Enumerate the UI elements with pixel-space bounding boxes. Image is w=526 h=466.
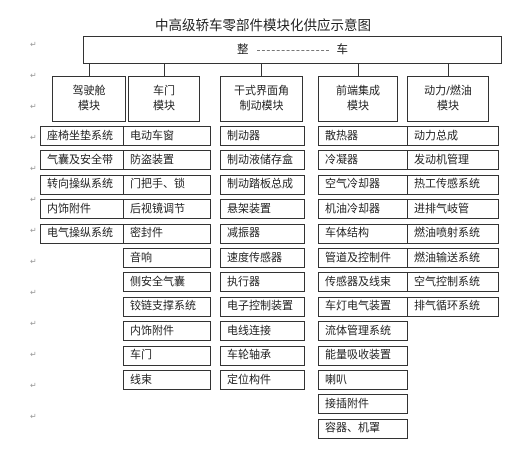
- component-item: 线束: [123, 370, 211, 390]
- paragraph-mark: ↵: [30, 350, 37, 359]
- component-item: 热工传感系统: [407, 174, 499, 195]
- paragraph-mark: ↵: [30, 133, 37, 142]
- paragraph-mark: ↵: [30, 319, 37, 328]
- component-item: 电动车窗: [123, 126, 211, 146]
- component-item: 传感器及线束: [318, 272, 408, 293]
- component-item: 座椅坐垫系统: [40, 126, 128, 146]
- component-item: 电气操纵系统: [40, 223, 128, 244]
- component-item: 制动踏板总成: [220, 174, 305, 195]
- paragraph-mark: ↵: [30, 226, 37, 235]
- vehicle-label-left: 整: [237, 42, 249, 57]
- component-item: 悬架装置: [220, 199, 305, 220]
- component-item: 电线连接: [220, 321, 305, 342]
- module-box-4: 前端集成模块: [318, 76, 398, 122]
- module-sub: 制动模块: [239, 99, 284, 112]
- module-sub: 模块: [347, 99, 369, 112]
- paragraph-mark: ↵: [30, 257, 37, 266]
- component-item: 铰链支撑系统: [123, 296, 211, 317]
- component-item: 内饰附件: [40, 199, 128, 220]
- component-item: 流体管理系统: [318, 321, 408, 342]
- component-item: 车体结构: [318, 223, 408, 244]
- paragraph-mark: ↵: [30, 71, 37, 80]
- component-item: 内饰附件: [123, 321, 211, 342]
- module-box-5: 动力/燃油模块: [407, 76, 489, 122]
- vehicle-label-right: 车: [336, 42, 349, 57]
- connector-line: [88, 64, 90, 76]
- component-item: 门把手、锁: [123, 174, 211, 195]
- component-item: 电子控制装置: [220, 296, 305, 317]
- component-item: 燃油喷射系统: [407, 223, 499, 244]
- connector-line: [261, 64, 262, 76]
- component-item: 散热器: [318, 126, 408, 146]
- component-item: 接插附件: [318, 394, 408, 415]
- page-title: 中高级轿车零部件模块化供应示意图: [155, 18, 371, 34]
- component-item: 车灯电气装置: [318, 296, 408, 317]
- component-item: 密封件: [123, 223, 211, 244]
- component-item: 容器、机罩: [318, 418, 408, 439]
- vehicle-box: 整 车: [83, 36, 502, 64]
- component-item: 速度传感器: [220, 248, 305, 268]
- component-item: 减振器: [220, 223, 305, 244]
- component-item: 排气循环系统: [407, 296, 499, 317]
- component-item: 后视镜调节: [123, 199, 211, 220]
- paragraph-mark: ↵: [30, 381, 37, 390]
- component-item: 空气控制系统: [407, 272, 499, 293]
- component-item: 侧安全气囊: [123, 272, 211, 293]
- module-name: 前端集成: [336, 84, 380, 98]
- component-item: 转向操纵系统: [40, 174, 128, 195]
- component-item: 制动液储存盒: [220, 150, 305, 171]
- module-box-1: 驾驶舱模块: [52, 76, 126, 122]
- component-item: 机油冷却器: [318, 199, 408, 220]
- module-box-2: 车门模块: [128, 76, 200, 122]
- component-item: 冷凝器: [318, 150, 408, 171]
- module-sub: 模块: [437, 99, 459, 112]
- component-item: 气囊及安全带: [40, 150, 128, 171]
- paragraph-mark: ↵: [30, 288, 37, 297]
- component-item: 喇叭: [318, 370, 408, 390]
- component-item: 空气冷却器: [318, 174, 408, 195]
- component-item: 车门: [123, 345, 211, 366]
- component-item: 能量吸收装置: [318, 345, 408, 366]
- paragraph-mark: ↵: [30, 164, 37, 173]
- component-item: 音响: [123, 248, 211, 268]
- connector-line: [357, 64, 359, 76]
- module-sub: 模块: [78, 99, 100, 112]
- component-item: 定位构件: [220, 370, 305, 390]
- paragraph-mark: ↵: [30, 195, 37, 204]
- module-name: 车门: [153, 84, 175, 98]
- connector-line: [163, 64, 165, 76]
- component-item: 进排气岐管: [407, 199, 499, 220]
- paragraph-mark: ↵: [30, 40, 37, 49]
- module-name: 干式界面角: [234, 84, 289, 98]
- module-sub: 模块: [153, 99, 175, 112]
- connector-line: [447, 64, 449, 76]
- module-box-3: 干式界面角制动模块: [220, 76, 303, 122]
- component-item: 执行器: [220, 272, 305, 293]
- vehicle-dash: [256, 49, 329, 51]
- component-item: 燃油输送系统: [407, 248, 499, 268]
- component-item: 防盗装置: [123, 150, 211, 171]
- component-item: 动力总成: [407, 126, 499, 146]
- component-item: 发动机管理: [407, 150, 499, 171]
- component-item: 车轮轴承: [220, 345, 305, 366]
- component-item: 管道及控制件: [318, 248, 408, 268]
- paragraph-mark: ↵: [30, 412, 37, 421]
- component-item: 制动器: [220, 126, 305, 146]
- paragraph-mark: ↵: [30, 102, 37, 111]
- module-name: 动力/燃油: [424, 84, 472, 98]
- module-name: 驾驶舱: [72, 84, 106, 98]
